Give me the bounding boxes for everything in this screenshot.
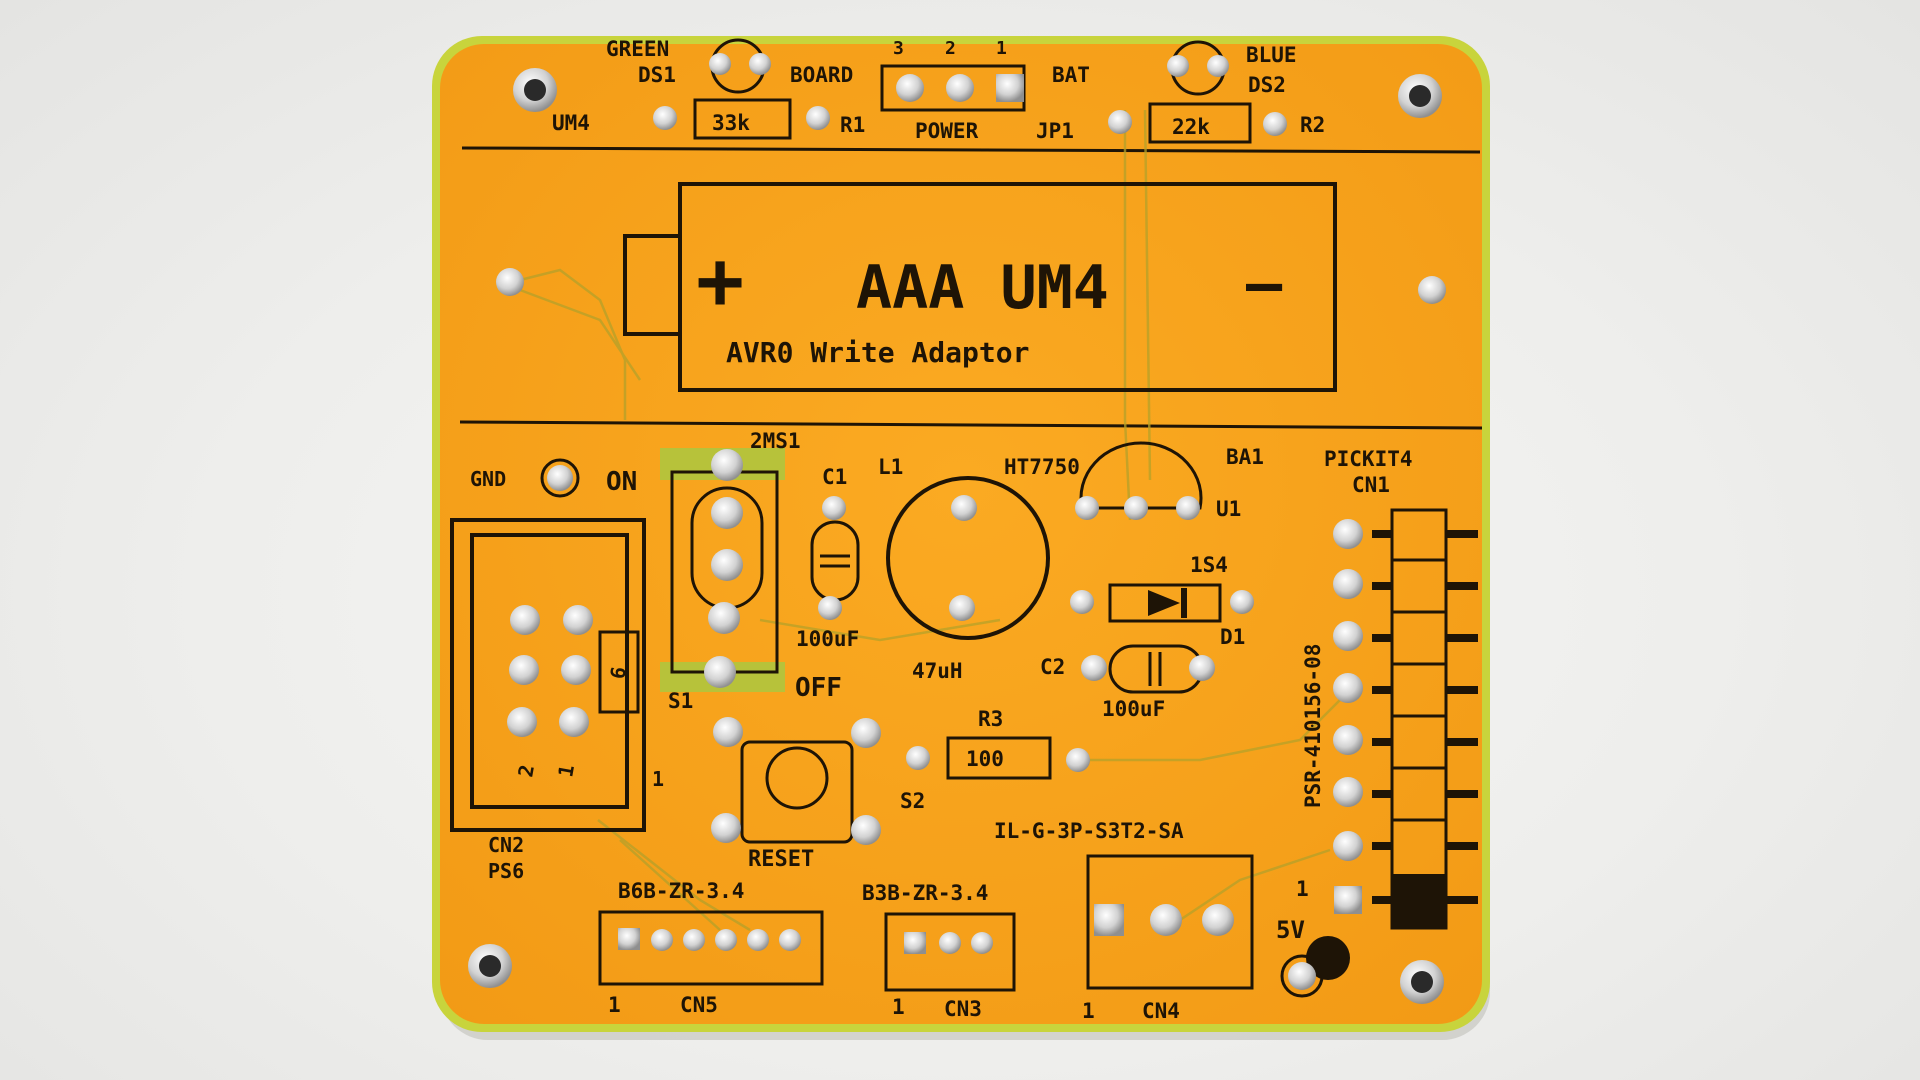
label-r1-value: 33k (712, 111, 750, 135)
label-jp-pin2: 2 (945, 38, 956, 59)
label-r3: R3 (978, 707, 1003, 731)
r1-resistor (653, 98, 830, 140)
divider-middle (459, 420, 1483, 430)
battery-pad-plus (496, 268, 524, 296)
label-pickit4: PICKIT4 (1324, 447, 1413, 471)
label-gnd: GND (470, 467, 506, 491)
r2-resistor (1108, 102, 1287, 144)
label-r2-value: 22k (1172, 115, 1210, 139)
board-subtitle: AVR0 Write Adaptor (726, 336, 1029, 369)
label-1s4: 1S4 (1190, 553, 1228, 577)
label-cn1: CN1 (1352, 473, 1390, 497)
label-r3-value: 100 (966, 747, 1004, 771)
copper-traces (511, 109, 1351, 932)
cn2-pins (507, 605, 593, 737)
label-bat: BAT (1052, 63, 1090, 87)
label-cn5: CN5 (680, 993, 718, 1017)
label-ht7750: HT7750 (1004, 455, 1080, 479)
silkscreen-text: GREEN DS1 BOARD UM4 33k R1 3 2 1 BAT POW… (470, 37, 1413, 1023)
label-blue: BLUE (1246, 43, 1297, 67)
ds2-led (1167, 40, 1229, 96)
battery-minus-sign: — (1246, 249, 1283, 319)
label-l1-value: 47uH (912, 659, 963, 683)
v5-pad-ring (1280, 954, 1324, 998)
cn3-connector (884, 912, 1016, 992)
label-ps6: PS6 (488, 859, 524, 883)
label-cn2-pin1-inner: 1 (553, 763, 579, 779)
s1-slide-switch (660, 448, 785, 692)
label-cn3: CN3 (944, 997, 982, 1021)
label-cn3-pin1: 1 (892, 995, 905, 1019)
label-ds2: DS2 (1248, 73, 1286, 97)
label-ds1: DS1 (638, 63, 676, 87)
label-cn3-part: B3B-ZR-3.4 (862, 881, 988, 905)
battery-pad-minus (1418, 276, 1446, 304)
label-cn4: CN4 (1142, 999, 1180, 1023)
label-um4: UM4 (552, 111, 590, 135)
battery-holder (623, 182, 1337, 392)
cn2-box-header (450, 518, 646, 832)
label-s1: S1 (668, 689, 693, 713)
jp1-header (880, 64, 1026, 112)
label-cn1-part: PSR-410156-08 (1301, 644, 1325, 808)
label-cn4-pin1: 1 (1082, 999, 1095, 1023)
r3-resistor (906, 736, 1090, 780)
label-cn2-pin6: 6 (605, 665, 631, 681)
gnd-pad-ring (540, 458, 580, 498)
label-2ms1: 2MS1 (750, 429, 801, 453)
c1-capacitor (810, 496, 860, 620)
label-c2: C2 (1040, 655, 1065, 679)
label-board: BOARD (790, 63, 853, 87)
label-cn1-pin1: 1 (1296, 877, 1309, 901)
v5-pad (1288, 962, 1316, 990)
label-jp-pin1: 1 (996, 38, 1007, 59)
label-c1-value: 100uF (796, 627, 859, 651)
cn5-connector (598, 910, 824, 986)
board-title: AAA UM4 (856, 253, 1109, 323)
ds1-led (709, 38, 771, 94)
c2-capacitor (1081, 644, 1215, 694)
cn1-pickit-header (1333, 508, 1478, 930)
u1-regulator (1075, 441, 1203, 520)
label-cn2: CN2 (488, 833, 524, 857)
label-cn5-pin1: 1 (608, 993, 621, 1017)
label-jp-pin3: 3 (893, 38, 904, 59)
label-off: OFF (795, 673, 842, 703)
label-cn5-part: B6B-ZR-3.4 (618, 879, 744, 903)
label-cn4-part: IL-G-3P-S3T2-SA (994, 819, 1184, 843)
divider-top (461, 146, 1481, 154)
l1-inductor (886, 476, 1050, 640)
fiducial-dot (1306, 936, 1350, 980)
battery-plus-sign: + (696, 234, 744, 327)
label-5v: 5V (1276, 916, 1305, 944)
label-power: POWER (915, 119, 979, 143)
label-l1: L1 (878, 455, 903, 479)
d1-diode (1070, 583, 1254, 623)
gnd-pad (547, 465, 573, 491)
label-cn2-pin2: 2 (513, 763, 539, 779)
s2-reset-button (711, 717, 881, 845)
mounting-holes (468, 68, 1444, 1004)
label-c2-value: 100uF (1102, 697, 1165, 721)
label-green: GREEN (606, 37, 669, 61)
label-c1: C1 (822, 465, 847, 489)
label-r1: R1 (840, 113, 865, 137)
label-u1: U1 (1216, 497, 1241, 521)
label-on: ON (606, 467, 637, 497)
label-reset: RESET (748, 847, 814, 872)
pcb-board (440, 44, 1482, 1024)
label-ba1: BA1 (1226, 445, 1264, 469)
label-s2: S2 (900, 789, 925, 813)
label-r2: R2 (1300, 113, 1325, 137)
label-d1: D1 (1220, 625, 1245, 649)
cn4-connector (1086, 854, 1254, 990)
label-jp1: JP1 (1036, 119, 1074, 143)
label-cn2-pin1: 1 (652, 767, 664, 791)
